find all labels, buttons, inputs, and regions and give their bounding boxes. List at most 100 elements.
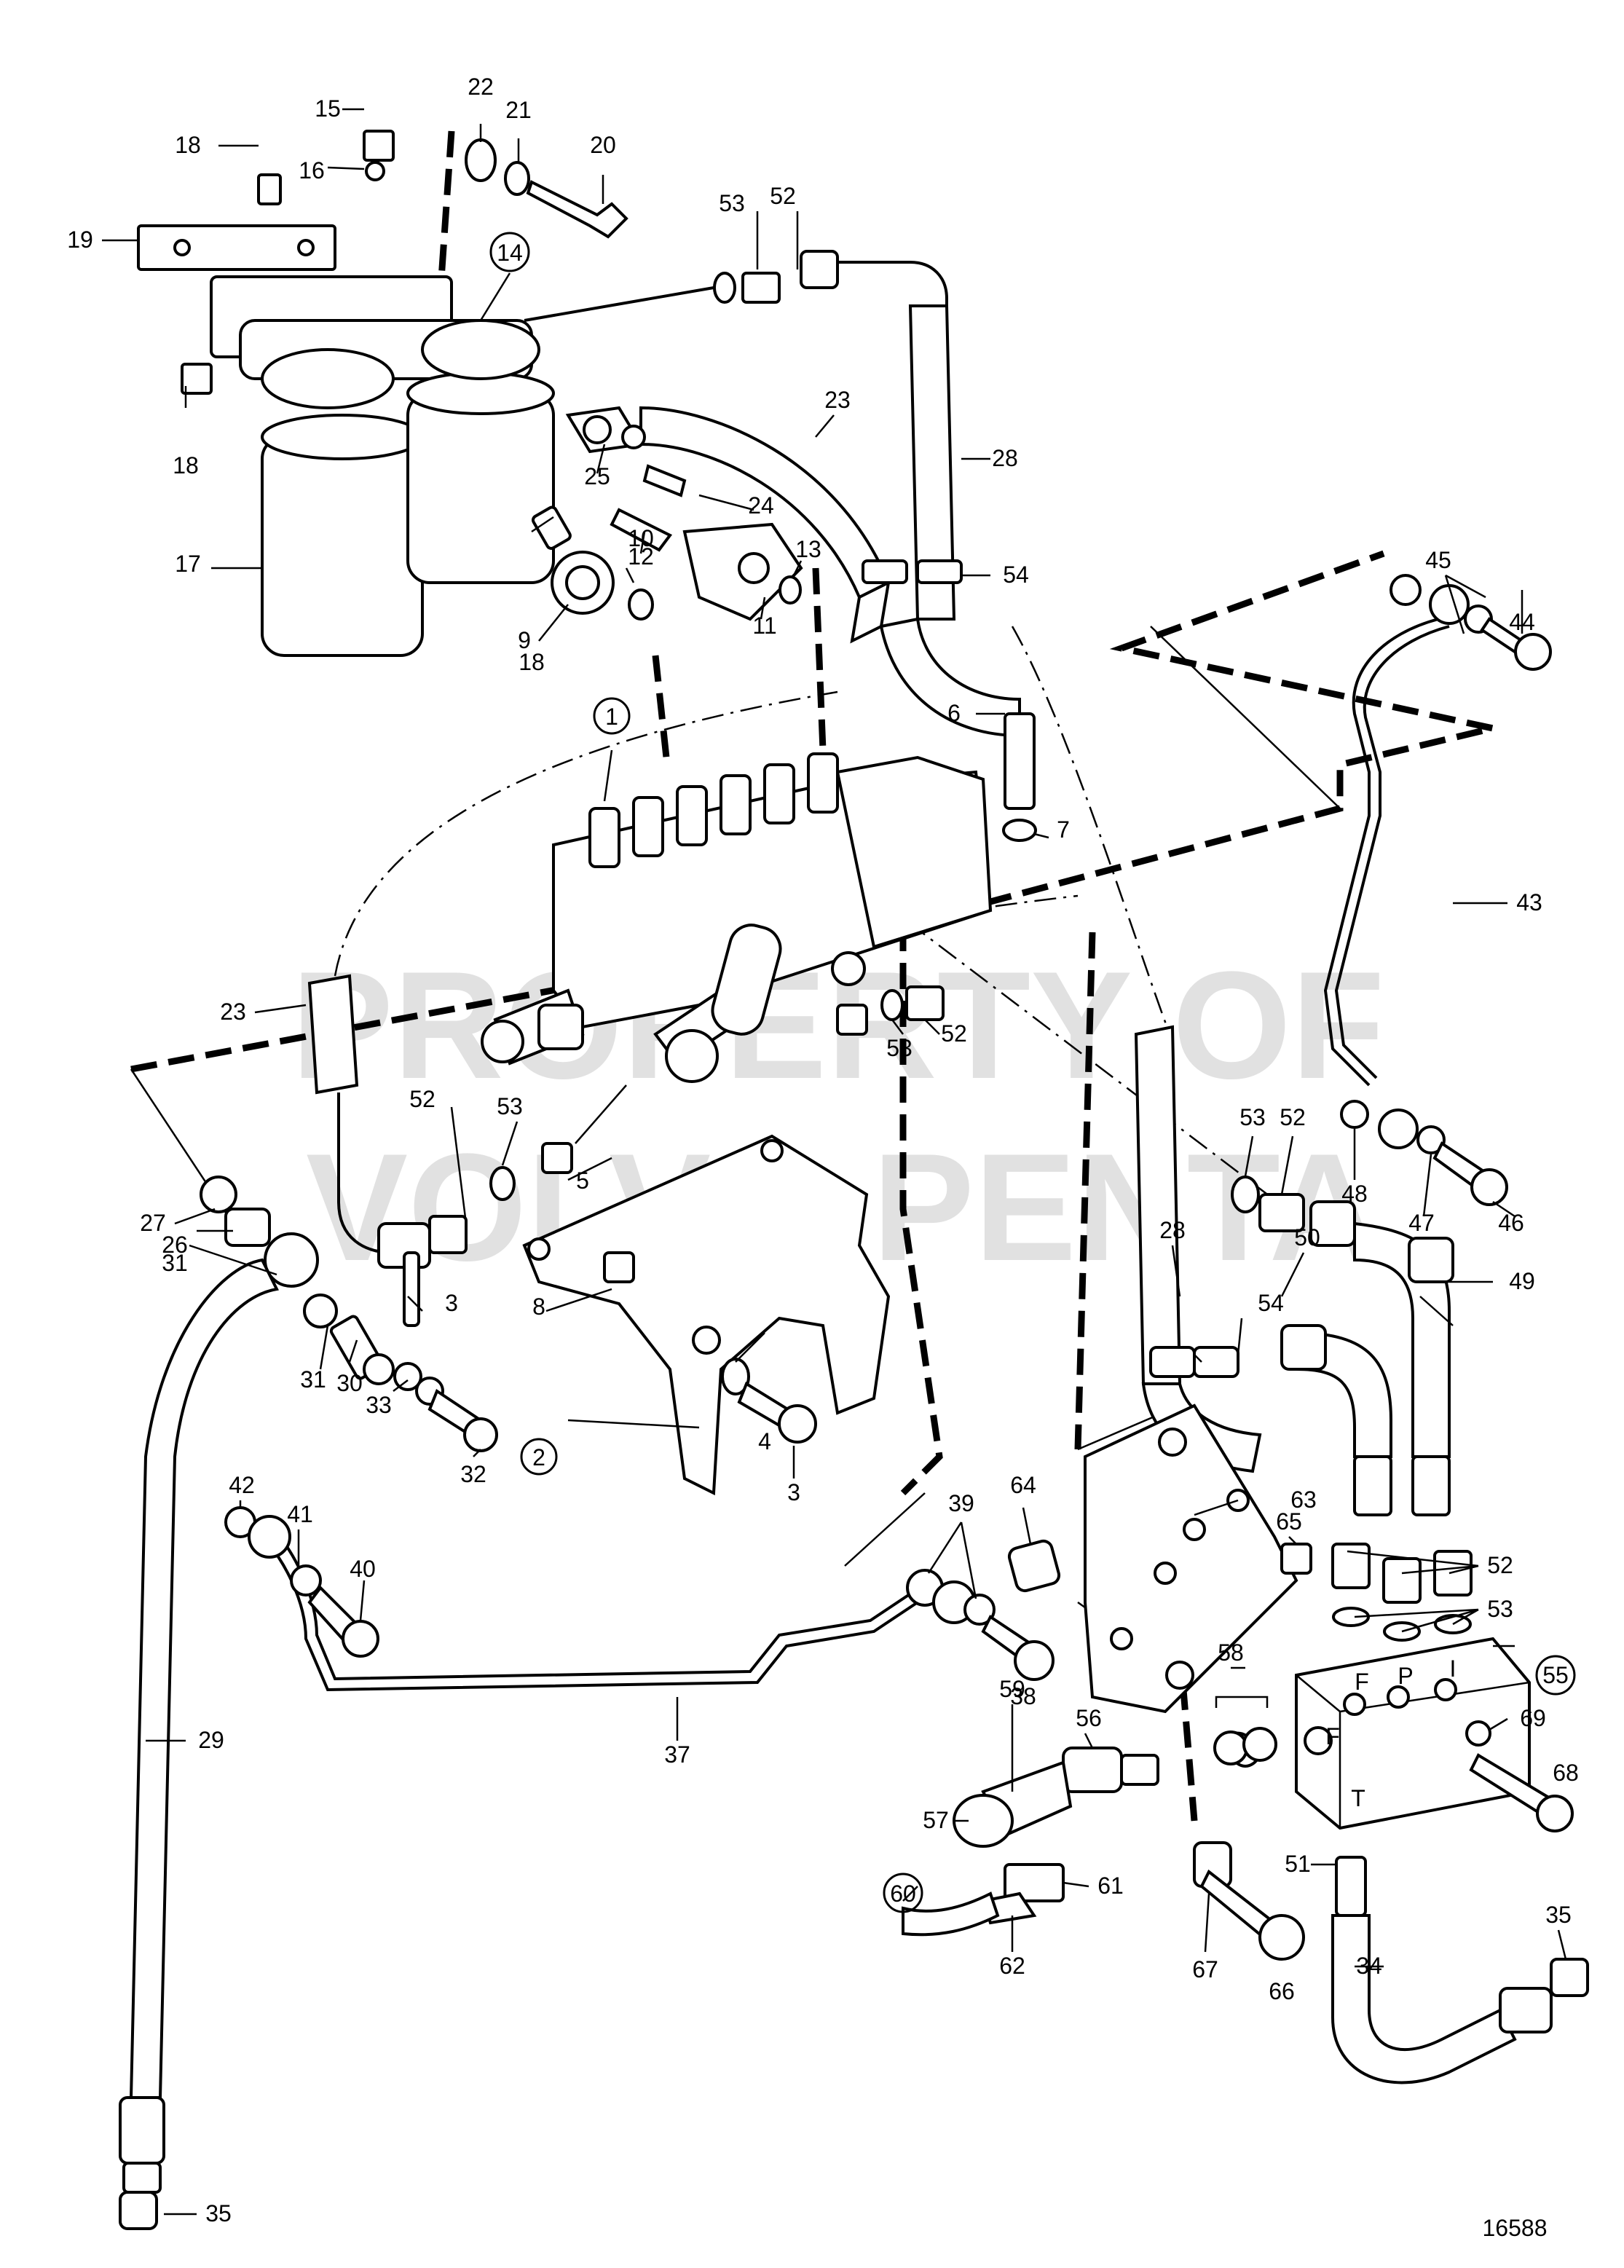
callout-33: 33	[366, 1392, 392, 1418]
callout-68: 68	[1553, 1760, 1579, 1786]
callout-10: 10	[628, 525, 654, 551]
callout-40: 40	[350, 1556, 376, 1582]
callout-43: 43	[1516, 889, 1542, 916]
bolt-6	[1004, 712, 1036, 810]
callout-8: 8	[532, 1294, 545, 1320]
callout-31b: 31	[300, 1366, 326, 1393]
washer-45a	[1390, 574, 1422, 606]
callout-31a: 31	[162, 1250, 188, 1276]
callout-54b: 54	[1258, 1290, 1284, 1316]
union-26	[224, 1208, 271, 1247]
callout-60: 60	[890, 1881, 916, 1907]
callout-6: 6	[947, 700, 961, 726]
callout-47: 47	[1408, 1210, 1435, 1236]
cap-35-right	[1550, 1958, 1589, 1997]
pipe-37	[224, 1506, 1055, 1692]
callout-39: 39	[948, 1490, 974, 1516]
callout-62: 62	[999, 1953, 1025, 1979]
callout-18b: 18	[173, 452, 199, 479]
washer-53-top	[713, 272, 736, 304]
port-t: T	[1351, 1785, 1365, 1811]
bolt-24	[642, 464, 687, 497]
callout-38: 38	[1010, 1683, 1036, 1709]
washer-53-left	[489, 1166, 516, 1201]
callout-35a: 35	[205, 2200, 232, 2226]
nipple-51	[1335, 1856, 1367, 1917]
callout-11: 11	[752, 613, 776, 639]
washer-39b	[963, 1594, 996, 1626]
callout-9: 9	[518, 627, 531, 653]
washer-33a	[393, 1362, 422, 1391]
callout-52e: 52	[1487, 1552, 1513, 1578]
callout-15: 15	[315, 95, 341, 122]
hose-34	[1331, 1914, 1517, 2084]
washer-27	[200, 1176, 237, 1213]
washer-41	[290, 1564, 322, 1596]
port-f-side: F	[1325, 1723, 1340, 1749]
pump-bracket	[522, 1134, 891, 1496]
nipple-52-top	[741, 272, 781, 304]
callout-52b: 52	[941, 1020, 967, 1047]
pump-elements	[588, 752, 839, 868]
callout-20: 20	[590, 132, 616, 158]
washer-53-pump	[880, 989, 904, 1021]
callout-12: 12	[628, 543, 654, 570]
washer-47	[1416, 1125, 1446, 1154]
callout-44: 44	[1509, 609, 1535, 635]
pin-3	[403, 1251, 420, 1327]
washer-69	[1465, 1720, 1491, 1747]
valve-port-labels: F P I F T	[1325, 1655, 1456, 1811]
callout-53e: 53	[1487, 1596, 1513, 1622]
callout-3b: 3	[787, 1479, 800, 1505]
washer-4	[721, 1358, 750, 1395]
plug-18c	[531, 505, 572, 550]
callout-55: 55	[1542, 1662, 1569, 1688]
bolt-20	[526, 180, 628, 239]
callout-2: 2	[532, 1444, 545, 1470]
callout-53c: 53	[497, 1093, 523, 1119]
port-p: P	[1398, 1663, 1413, 1689]
callout-69: 69	[1520, 1705, 1546, 1731]
callout-57: 57	[923, 1807, 949, 1833]
injection-pump	[481, 712, 1037, 1083]
fuel-filter-assembly	[137, 130, 628, 657]
pressure-switch-56	[1062, 1747, 1123, 1793]
callout-18c: 18	[519, 649, 545, 675]
callout-28b: 28	[1159, 1217, 1186, 1243]
callout-64: 64	[1010, 1472, 1036, 1498]
plug-18	[257, 173, 282, 205]
callout-53d: 53	[1239, 1104, 1266, 1130]
washer-48	[1340, 1100, 1369, 1129]
callout-24: 24	[748, 492, 774, 519]
callout-59: 59	[999, 1676, 1025, 1702]
union-25	[583, 415, 612, 444]
top-pipes	[524, 250, 1021, 738]
port-i: I	[1450, 1655, 1457, 1682]
leader-lines	[102, 108, 1567, 2216]
bolt-15	[363, 130, 395, 162]
washer-31	[303, 1294, 338, 1328]
callout-53b: 53	[886, 1035, 912, 1061]
callout-37: 37	[664, 1741, 690, 1768]
bracket-19	[137, 224, 336, 271]
spacer-64	[1007, 1539, 1061, 1593]
callout-22: 22	[468, 74, 494, 100]
nut-8	[603, 1251, 635, 1283]
callout-23b: 23	[220, 999, 246, 1025]
nipple-52-v2	[1382, 1557, 1422, 1604]
callout-4: 4	[758, 1428, 771, 1454]
callout-32: 32	[460, 1461, 486, 1487]
hose-23-left	[307, 974, 359, 1095]
callout-circles	[489, 232, 1576, 1913]
callout-52a: 52	[770, 183, 796, 209]
callout-1: 1	[605, 704, 618, 730]
cap-35-bottom	[119, 2191, 158, 2230]
hose-28-lower	[1134, 1025, 1182, 1385]
callout-48: 48	[1341, 1181, 1368, 1207]
hose-28-top	[908, 304, 956, 621]
hose-29	[119, 1258, 279, 2230]
callout-53a: 53	[719, 190, 745, 216]
left-fittings	[200, 974, 516, 1452]
callout-46: 46	[1498, 1210, 1524, 1236]
